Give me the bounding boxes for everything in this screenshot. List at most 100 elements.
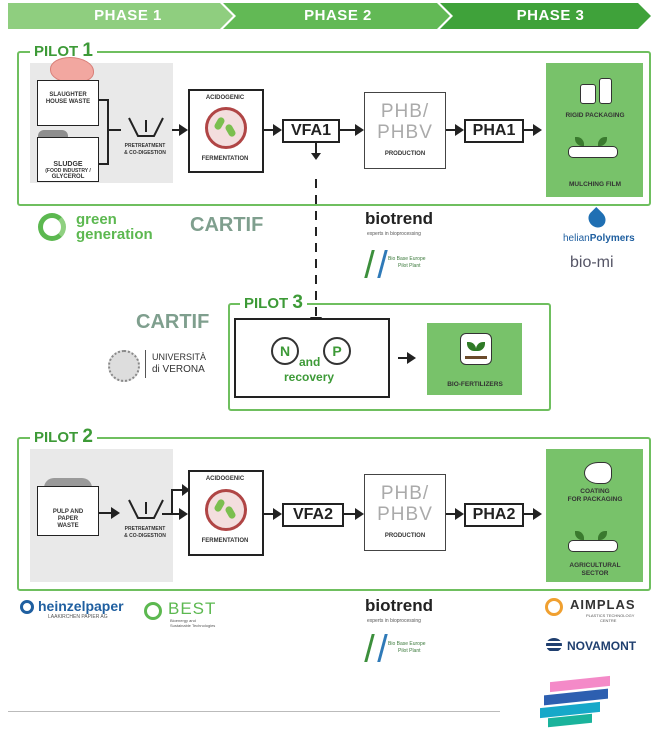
arrow-to-products-1 <box>522 124 542 136</box>
phb-label-2: PHB/ <box>380 483 430 504</box>
phb-label-1: PHB/ <box>380 101 430 122</box>
pilot-1-merge-lines <box>98 99 121 165</box>
p-circle-icon: P <box>323 337 351 365</box>
waste-label: WASTE <box>57 523 79 529</box>
green-generation-logo-1: green <box>76 211 117 228</box>
phase-2-label: PHASE 2 <box>304 7 372 24</box>
slaughterhouse-waste-box <box>37 80 99 126</box>
pha2-box: PHA2 <box>464 503 524 527</box>
phase-bar: PHASE 1 PHASE 2 PHASE 3 <box>8 3 652 29</box>
arrow-to-products-2 <box>522 508 542 520</box>
leaf-icon-2 <box>598 137 607 146</box>
footer-divider <box>8 711 500 712</box>
codigestion-label-2: & CO-DIGESTION <box>124 533 166 539</box>
acidogenic-label-2: ACIDOGENIC <box>205 476 245 482</box>
phbv-label-1: PHBV <box>377 122 433 143</box>
arrow-to-biofertilizers <box>398 352 416 364</box>
heinzelpaper-logo: heinzelpaper <box>38 598 124 614</box>
novamont-icon <box>546 638 562 652</box>
best-tagline-2: Sustainable Technologies <box>170 623 216 628</box>
sprout-icon <box>460 333 492 365</box>
pilot-plant-2: Pilot Plant <box>398 648 421 654</box>
codigestion-label: & CO-DIGESTION <box>124 150 166 156</box>
verona-label: di VERONA <box>152 364 205 375</box>
recovery-label: recovery <box>284 370 335 384</box>
biotrend-tagline-1: experts in bioprocessing <box>367 231 421 237</box>
best-logo-icon <box>144 602 162 620</box>
biotrend-logo-2: biotrend <box>365 596 433 615</box>
reactor-icon <box>128 117 164 137</box>
for-packaging-label: FOR PACKAGING <box>567 496 623 503</box>
pilot-3-box <box>228 303 551 411</box>
pilot-plant-1: Pilot Plant <box>398 263 421 269</box>
production-label-2: PRODUCTION <box>384 533 426 539</box>
pilot-1-box <box>17 51 651 206</box>
recycle-icon <box>38 213 66 241</box>
pilot-2-title: PILOT 2 <box>30 426 97 448</box>
brand-stripes-icon <box>540 675 616 728</box>
leaf-icon-3 <box>575 531 584 540</box>
arrow-to-fermentation-2 <box>172 508 188 520</box>
fermentation-label-2: FERMENTATION <box>201 538 249 544</box>
arrow-to-vfa2 <box>262 508 282 520</box>
vfa1-box: VFA1 <box>282 119 340 143</box>
meat-icon <box>50 57 94 83</box>
sludge-sublabel: (FOOD INDUSTRY / <box>45 168 91 174</box>
bio-base-europe-2: Bio Base Europe <box>388 641 426 647</box>
heinzel-logo-icon <box>20 600 34 614</box>
agricultural-label: AGRICULTURAL <box>569 562 621 569</box>
phase-1-label: PHASE 1 <box>94 7 162 24</box>
rigid-packaging-label: RIGID PACKAGING <box>565 112 625 119</box>
arrow-to-vfa1 <box>262 124 282 136</box>
arrow-to-pha2 <box>446 508 464 520</box>
cartif-logo-2: CARTIF <box>136 311 210 333</box>
paper-label: PAPER <box>57 516 79 522</box>
helian-drop-icon <box>584 206 610 232</box>
pretreatment-label-2: PRETREATMENT <box>124 526 166 532</box>
best-logo: BEST <box>168 599 217 618</box>
aimplas-tagline-1: PLASTICS TECHNOLOGY <box>586 613 635 618</box>
arrow-to-reactor-2 <box>98 507 120 519</box>
vfa2-box: VFA2 <box>282 503 344 527</box>
university-seal-icon <box>108 350 140 382</box>
green-generation-logo-2: generation <box>76 226 153 243</box>
dna-icon-2 <box>364 634 388 662</box>
phb-production-box-2: PHB/ PHBV PRODUCTION <box>364 474 446 551</box>
and-label: and <box>299 355 321 369</box>
microbe-icon-2 <box>205 489 247 531</box>
leaf-icon-4 <box>598 531 607 540</box>
dna-icon-1 <box>364 250 388 278</box>
pilot-1-title: PILOT 1 <box>30 40 97 62</box>
coating-label: COATING <box>580 488 610 495</box>
pilot-2-merge-lines <box>162 484 190 515</box>
p-label: P <box>332 343 342 359</box>
biotrend-tagline-2: experts in bioprocessing <box>367 618 421 624</box>
sector-label: SECTOR <box>581 570 609 577</box>
fermentation-label-1: FERMENTATION <box>201 156 249 162</box>
fermentation-box-2 <box>188 470 264 556</box>
fermentation-box-1 <box>188 89 264 173</box>
nutrient-recovery-box <box>234 318 390 398</box>
plants-icon-1 <box>568 146 618 158</box>
phb-production-box-1: PHB/ PHBV PRODUCTION <box>364 92 446 169</box>
university-divider <box>145 350 146 378</box>
aimplas-icon <box>545 598 563 616</box>
phbv-label-2: PHBV <box>377 504 433 525</box>
reactor-icon-2 <box>128 499 164 519</box>
bio-mi-logo: bio-mi <box>570 254 614 271</box>
pilot-2-box <box>17 437 651 591</box>
mulching-film-label: MULCHING FILM <box>569 181 621 188</box>
cartif-logo-1: CARTIF <box>190 214 264 236</box>
pretreatment-label: PRETREATMENT <box>124 143 166 149</box>
bio-base-europe-1: Bio Base Europe <box>388 256 426 262</box>
glycerol-label: GLYCEROL <box>51 174 85 180</box>
bottle-icon <box>580 84 596 104</box>
paper-roll-icon <box>584 462 612 484</box>
slaughterhouse-label: SLAUGHTER HOUSE WASTE <box>45 92 91 105</box>
plants-icon-2 <box>568 540 618 552</box>
pilot-1-output-panel <box>546 63 643 197</box>
arrow-to-phb-1 <box>338 124 364 136</box>
phase-arrows <box>8 3 651 29</box>
heinzelpaper-tagline: LAAKIRCHEN PAPIER AG <box>48 614 108 620</box>
aimplas-tagline-2: CENTRE <box>600 618 617 623</box>
